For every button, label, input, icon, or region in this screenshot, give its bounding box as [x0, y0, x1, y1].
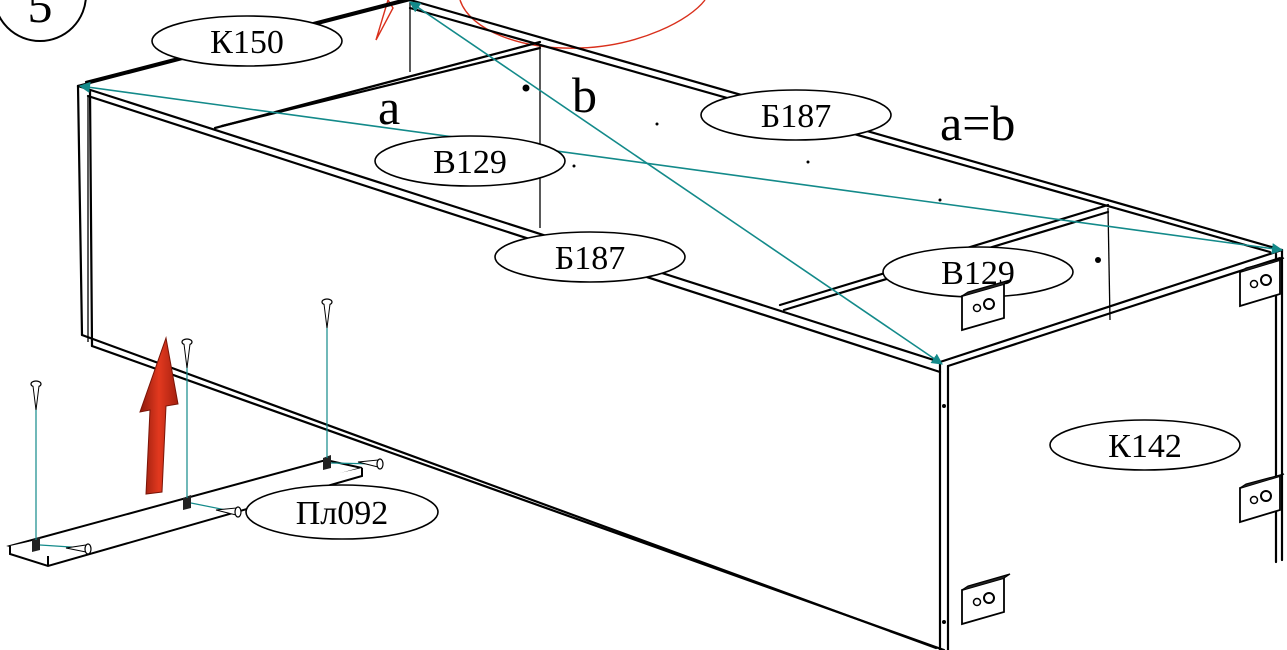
screw-icon: [321, 298, 333, 329]
shelf-pin-holes: [522, 84, 1101, 624]
screw-icon: [181, 338, 193, 369]
label-b187-top: Б187: [761, 98, 832, 135]
bracket-icon: [961, 573, 1011, 626]
part-label-b187-top: Б187: [700, 89, 892, 141]
bracket-icon: [961, 279, 1011, 332]
label-k142: К142: [1108, 428, 1182, 465]
step-number: 5: [28, 0, 53, 33]
equal-diagonals-note: a=b: [940, 95, 1015, 151]
diagonal-measurements: [78, 1, 1284, 365]
screws: [30, 298, 384, 555]
step-number-badge: 5: [0, 0, 87, 42]
screw-icon: [30, 380, 42, 411]
label-k150: К150: [210, 24, 284, 61]
cabinet-body: [76, 0, 1284, 650]
part-label-pl092: Пл092: [245, 484, 439, 540]
insert-direction-arrow-icon: [139, 336, 179, 495]
label-b187-front: Б187: [555, 240, 626, 277]
diagonal-b-label: b: [572, 67, 597, 123]
screw-icon: [215, 506, 242, 518]
bracket-icon: [1239, 473, 1285, 524]
screw-icon: [357, 458, 384, 470]
foot-brackets: [961, 257, 1285, 626]
label-b129-left: В129: [433, 144, 507, 181]
label-pl092: Пл092: [296, 495, 389, 532]
part-label-k142: К142: [1049, 419, 1241, 471]
diagonal-a-label: a: [378, 79, 400, 135]
detail-callout: [375, 0, 706, 49]
bracket-icon: [1239, 257, 1285, 308]
part-label-b187-front: Б187: [494, 231, 686, 283]
screw-icon: [65, 543, 92, 555]
part-label-k150: К150: [151, 15, 343, 67]
part-label-b129-left: В129: [374, 135, 566, 187]
